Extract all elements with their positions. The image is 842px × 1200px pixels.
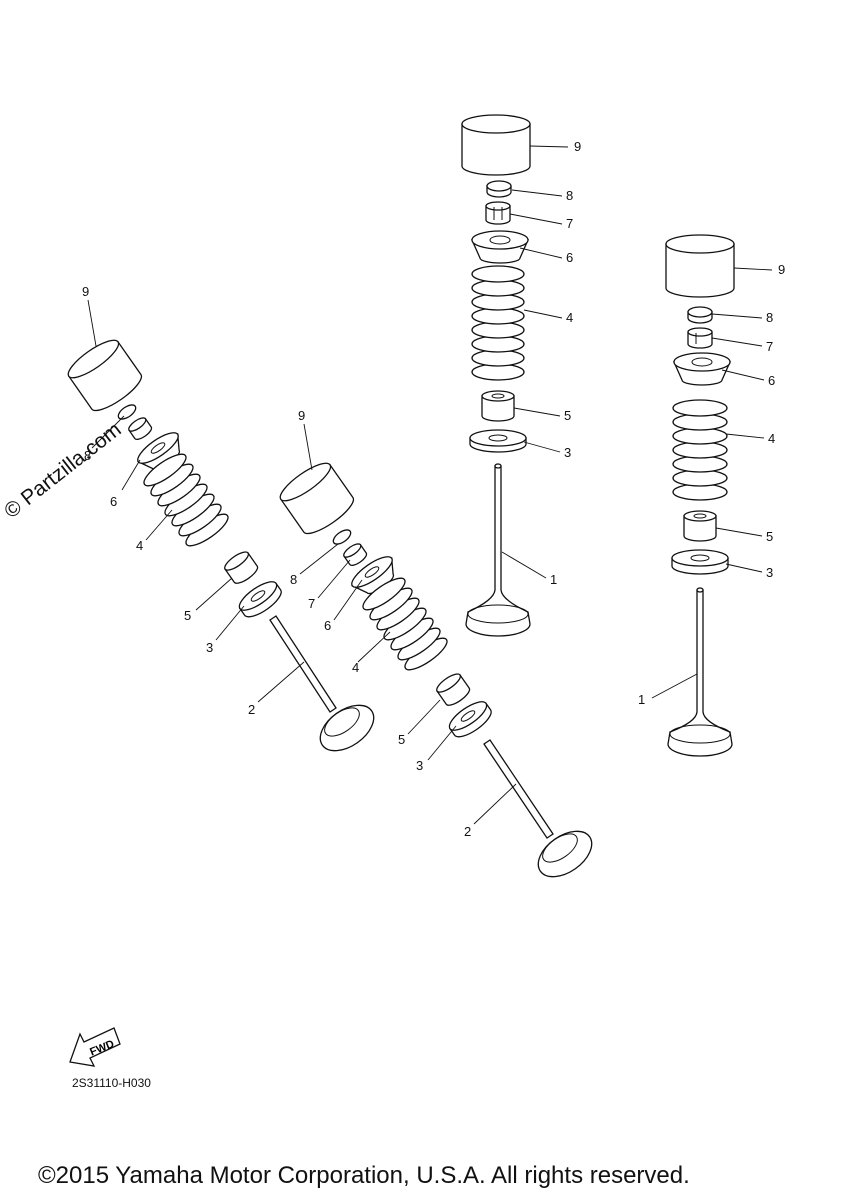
valve-spring-seat-right[interactable]	[671, 549, 729, 575]
label-lifter-right: 9	[778, 262, 785, 277]
valve-stem-seal-center[interactable]	[481, 390, 515, 422]
label-retainer-center: 6	[566, 250, 573, 265]
valve-pad-left[interactable]	[116, 402, 138, 422]
valve-retainer-right[interactable]	[672, 352, 732, 386]
valve-retainer-center[interactable]	[470, 230, 530, 264]
label-spring-middle: 4	[352, 660, 359, 675]
label-valve-left: 2	[248, 702, 255, 717]
label-pad-left: 8	[84, 448, 91, 463]
copyright-notice: ©2015 Yamaha Motor Corporation, U.S.A. A…	[38, 1162, 690, 1189]
label-valve-center: 1	[550, 572, 557, 587]
label-spring-right: 4	[768, 431, 775, 446]
label-pad-middle: 8	[290, 572, 297, 587]
label-valve-right: 1	[638, 692, 645, 707]
label-stem-seal-left: 5	[184, 608, 191, 623]
label-spring-seat-right: 3	[766, 565, 773, 580]
valve-pad-middle[interactable]	[331, 527, 353, 547]
label-pad-right: 8	[766, 310, 773, 325]
valve-intake-center[interactable]	[465, 463, 531, 637]
valve-stack-middle	[276, 457, 600, 886]
valve-lifter-middle[interactable]	[276, 457, 358, 539]
valve-spring-center[interactable]	[471, 265, 525, 381]
label-stem-seal-center: 5	[564, 408, 571, 423]
label-spring-center: 4	[566, 310, 573, 325]
valve-stem-seal-middle[interactable]	[434, 671, 472, 708]
diagram-code: 2S31110-H030	[72, 1076, 151, 1090]
valve-stack-right	[665, 234, 735, 757]
label-retainer-middle: 6	[324, 618, 331, 633]
valve-exhaust-left[interactable]	[269, 615, 382, 760]
valve-spring-seat-middle[interactable]	[445, 697, 495, 742]
label-lifter-center: 9	[574, 139, 581, 154]
valve-intake-right[interactable]	[667, 587, 733, 757]
label-spring-seat-middle: 3	[416, 758, 423, 773]
valve-cotter-left[interactable]	[127, 416, 154, 442]
valve-stack-left	[64, 334, 382, 760]
valve-pad-center[interactable]	[486, 180, 512, 198]
valve-lifter-left[interactable]	[64, 334, 146, 416]
valve-cotter-middle[interactable]	[342, 542, 369, 568]
label-stem-seal-middle: 5	[398, 732, 405, 747]
label-lifter-left: 9	[82, 284, 89, 299]
valve-stem-seal-right[interactable]	[683, 510, 717, 542]
label-spring-left: 4	[136, 538, 143, 553]
label-retainer-right: 6	[768, 373, 775, 388]
valve-spring-middle[interactable]	[359, 573, 451, 675]
valve-spring-seat-center[interactable]	[469, 429, 527, 453]
valve-spring-right[interactable]	[672, 399, 728, 501]
part-labels: 9 8 7 6 4 5 3 1 9 8 7 6 4 5 3 1 9 8 6 4 …	[82, 139, 785, 839]
label-cotter-middle: 7	[308, 596, 315, 611]
label-cotter-center: 7	[566, 216, 573, 231]
valve-exhaust-middle[interactable]	[483, 739, 600, 886]
valve-stack-center	[461, 114, 531, 637]
valve-spring-seat-left[interactable]	[235, 577, 285, 622]
label-valve-middle: 2	[464, 824, 471, 839]
label-stem-seal-right: 5	[766, 529, 773, 544]
valve-pad-right[interactable]	[687, 306, 713, 324]
valve-stem-seal-left[interactable]	[222, 549, 260, 586]
label-spring-seat-center: 3	[564, 445, 571, 460]
label-cotter-right: 7	[766, 339, 773, 354]
valve-spring-left[interactable]	[140, 449, 232, 551]
valve-cotter-center[interactable]	[485, 201, 511, 225]
valve-cotter-right[interactable]	[687, 327, 713, 349]
valve-lifter-right[interactable]	[665, 234, 735, 298]
leader-lines	[87, 145, 773, 825]
label-pad-center: 8	[566, 188, 573, 203]
label-retainer-left: 6	[110, 494, 117, 509]
label-lifter-middle: 9	[298, 408, 305, 423]
valve-lifter-center[interactable]	[461, 114, 531, 176]
label-spring-seat-left: 3	[206, 640, 213, 655]
fwd-arrow-icon: FWD	[69, 1027, 121, 1067]
